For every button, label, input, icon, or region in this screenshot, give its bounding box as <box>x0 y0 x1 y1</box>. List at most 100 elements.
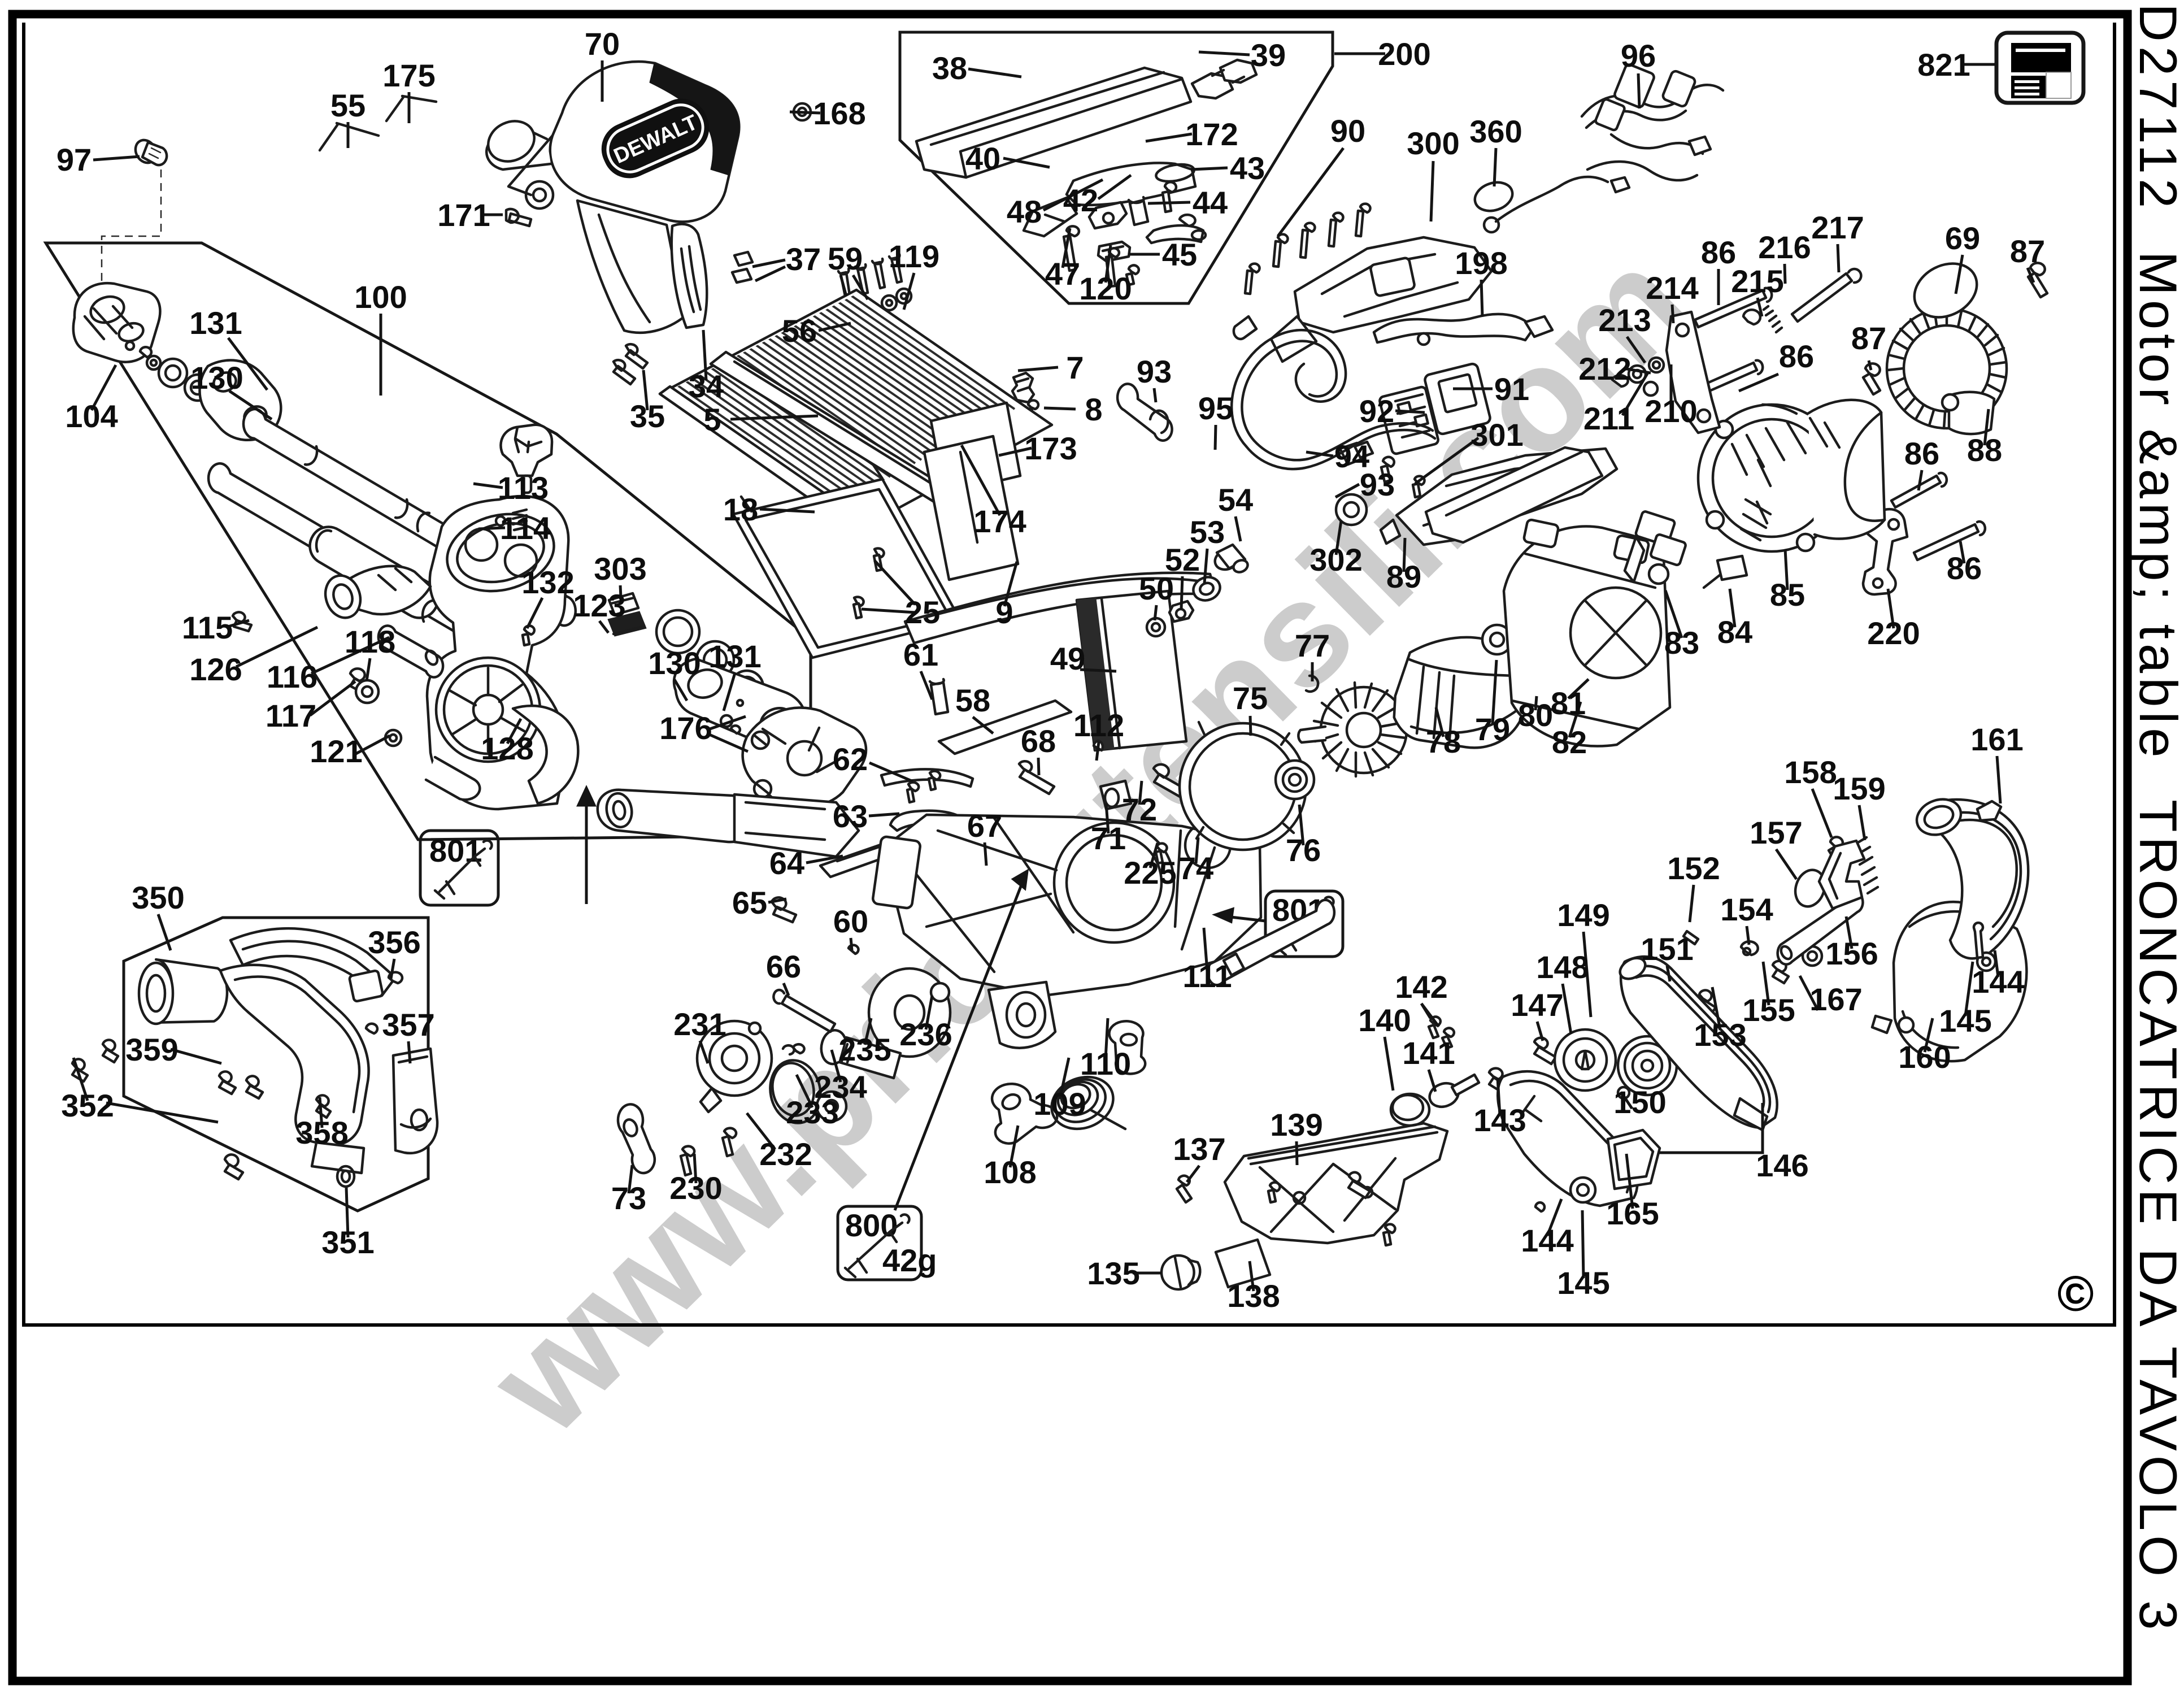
svg-text:93: 93 <box>1360 467 1395 502</box>
svg-text:43: 43 <box>1230 150 1265 186</box>
svg-text:220: 220 <box>1867 615 1920 651</box>
svg-text:93: 93 <box>1137 354 1172 389</box>
svg-text:68: 68 <box>1021 723 1056 759</box>
svg-text:86: 86 <box>1947 550 1982 586</box>
svg-text:159: 159 <box>1833 771 1885 806</box>
svg-text:80: 80 <box>1518 697 1553 733</box>
svg-text:234: 234 <box>814 1069 867 1105</box>
svg-text:115: 115 <box>182 610 233 645</box>
svg-text:148: 148 <box>1536 949 1589 985</box>
svg-text:9: 9 <box>995 594 1013 630</box>
svg-text:110: 110 <box>1080 1046 1131 1081</box>
svg-text:821: 821 <box>1917 47 1970 82</box>
svg-text:77: 77 <box>1295 628 1330 663</box>
svg-text:58: 58 <box>955 683 990 718</box>
svg-text:119: 119 <box>889 238 939 274</box>
svg-text:73: 73 <box>611 1180 646 1216</box>
svg-text:47: 47 <box>1045 256 1080 292</box>
svg-text:130: 130 <box>648 645 701 681</box>
svg-text:87: 87 <box>2010 233 2045 269</box>
svg-text:165: 165 <box>1606 1196 1659 1231</box>
svg-text:161: 161 <box>1970 722 2023 757</box>
svg-text:215: 215 <box>1731 263 1783 299</box>
svg-text:66: 66 <box>766 949 801 984</box>
svg-text:84: 84 <box>1717 614 1752 650</box>
svg-text:116: 116 <box>267 659 317 694</box>
svg-text:74: 74 <box>1178 850 1213 886</box>
svg-text:225: 225 <box>1124 855 1176 890</box>
svg-text:96: 96 <box>1621 38 1656 73</box>
svg-text:211: 211 <box>1583 401 1634 436</box>
svg-text:100: 100 <box>354 279 407 315</box>
svg-text:154: 154 <box>1720 892 1773 927</box>
svg-text:92: 92 <box>1359 393 1394 429</box>
svg-text:137: 137 <box>1173 1131 1225 1167</box>
svg-text:132: 132 <box>521 564 574 600</box>
svg-text:61: 61 <box>903 637 938 672</box>
svg-text:62: 62 <box>833 741 868 777</box>
svg-text:210: 210 <box>1644 393 1697 429</box>
svg-text:176: 176 <box>659 710 712 746</box>
svg-text:158: 158 <box>1784 754 1837 790</box>
svg-text:232: 232 <box>759 1136 812 1172</box>
svg-text:198: 198 <box>1455 245 1507 281</box>
svg-text:89: 89 <box>1386 559 1421 594</box>
svg-text:44: 44 <box>1193 185 1228 220</box>
svg-text:130: 130 <box>190 360 243 396</box>
svg-text:81: 81 <box>1551 685 1586 721</box>
svg-text:300: 300 <box>1407 125 1459 161</box>
svg-text:40: 40 <box>965 141 1000 176</box>
svg-text:56: 56 <box>782 313 817 349</box>
svg-text:38: 38 <box>932 50 967 86</box>
svg-text:86: 86 <box>1904 436 1939 471</box>
svg-text:60: 60 <box>833 903 868 939</box>
svg-text:151: 151 <box>1641 931 1693 967</box>
svg-text:90: 90 <box>1330 113 1365 149</box>
svg-text:18: 18 <box>723 492 758 527</box>
svg-text:54: 54 <box>1218 482 1253 518</box>
svg-text:45: 45 <box>1162 237 1197 272</box>
svg-text:25: 25 <box>905 594 940 630</box>
svg-text:112: 112 <box>1073 707 1124 743</box>
svg-text:142: 142 <box>1395 969 1447 1005</box>
svg-text:360: 360 <box>1469 114 1522 149</box>
svg-text:55: 55 <box>330 88 366 123</box>
svg-text:59: 59 <box>828 241 863 276</box>
svg-text:70: 70 <box>585 26 620 62</box>
svg-text:65: 65 <box>732 885 767 920</box>
svg-text:212: 212 <box>1578 351 1631 386</box>
svg-text:104: 104 <box>65 398 118 434</box>
svg-text:143: 143 <box>1473 1102 1526 1138</box>
svg-text:94: 94 <box>1334 438 1369 474</box>
svg-text:131: 131 <box>189 305 242 341</box>
svg-text:302: 302 <box>1309 542 1362 577</box>
svg-text:145: 145 <box>1939 1003 1991 1039</box>
svg-text:303: 303 <box>594 551 646 586</box>
svg-text:82: 82 <box>1552 724 1587 760</box>
svg-text:152: 152 <box>1667 850 1720 886</box>
svg-text:64: 64 <box>769 845 804 881</box>
svg-text:157: 157 <box>1750 815 1802 850</box>
svg-text:7: 7 <box>1066 350 1084 385</box>
svg-text:140: 140 <box>1358 1002 1411 1038</box>
svg-text:135: 135 <box>1087 1255 1139 1291</box>
svg-text:350: 350 <box>132 880 184 915</box>
svg-text:356: 356 <box>368 924 420 960</box>
svg-text:231: 231 <box>673 1006 726 1042</box>
svg-text:171: 171 <box>437 197 490 233</box>
svg-text:87: 87 <box>1851 320 1886 356</box>
svg-text:117: 117 <box>266 698 316 733</box>
svg-text:48: 48 <box>1007 194 1042 229</box>
svg-text:358: 358 <box>295 1115 348 1150</box>
svg-text:351: 351 <box>321 1224 374 1260</box>
svg-text:173: 173 <box>1024 431 1077 466</box>
svg-text:86: 86 <box>1779 338 1814 374</box>
svg-text:97: 97 <box>56 142 92 177</box>
svg-text:83: 83 <box>1664 625 1699 661</box>
svg-text:216: 216 <box>1758 229 1811 265</box>
svg-text:168: 168 <box>813 95 865 131</box>
svg-text:118: 118 <box>345 624 395 659</box>
svg-text:120: 120 <box>1079 271 1132 306</box>
svg-text:139: 139 <box>1270 1107 1322 1142</box>
svg-text:150: 150 <box>1613 1084 1666 1120</box>
